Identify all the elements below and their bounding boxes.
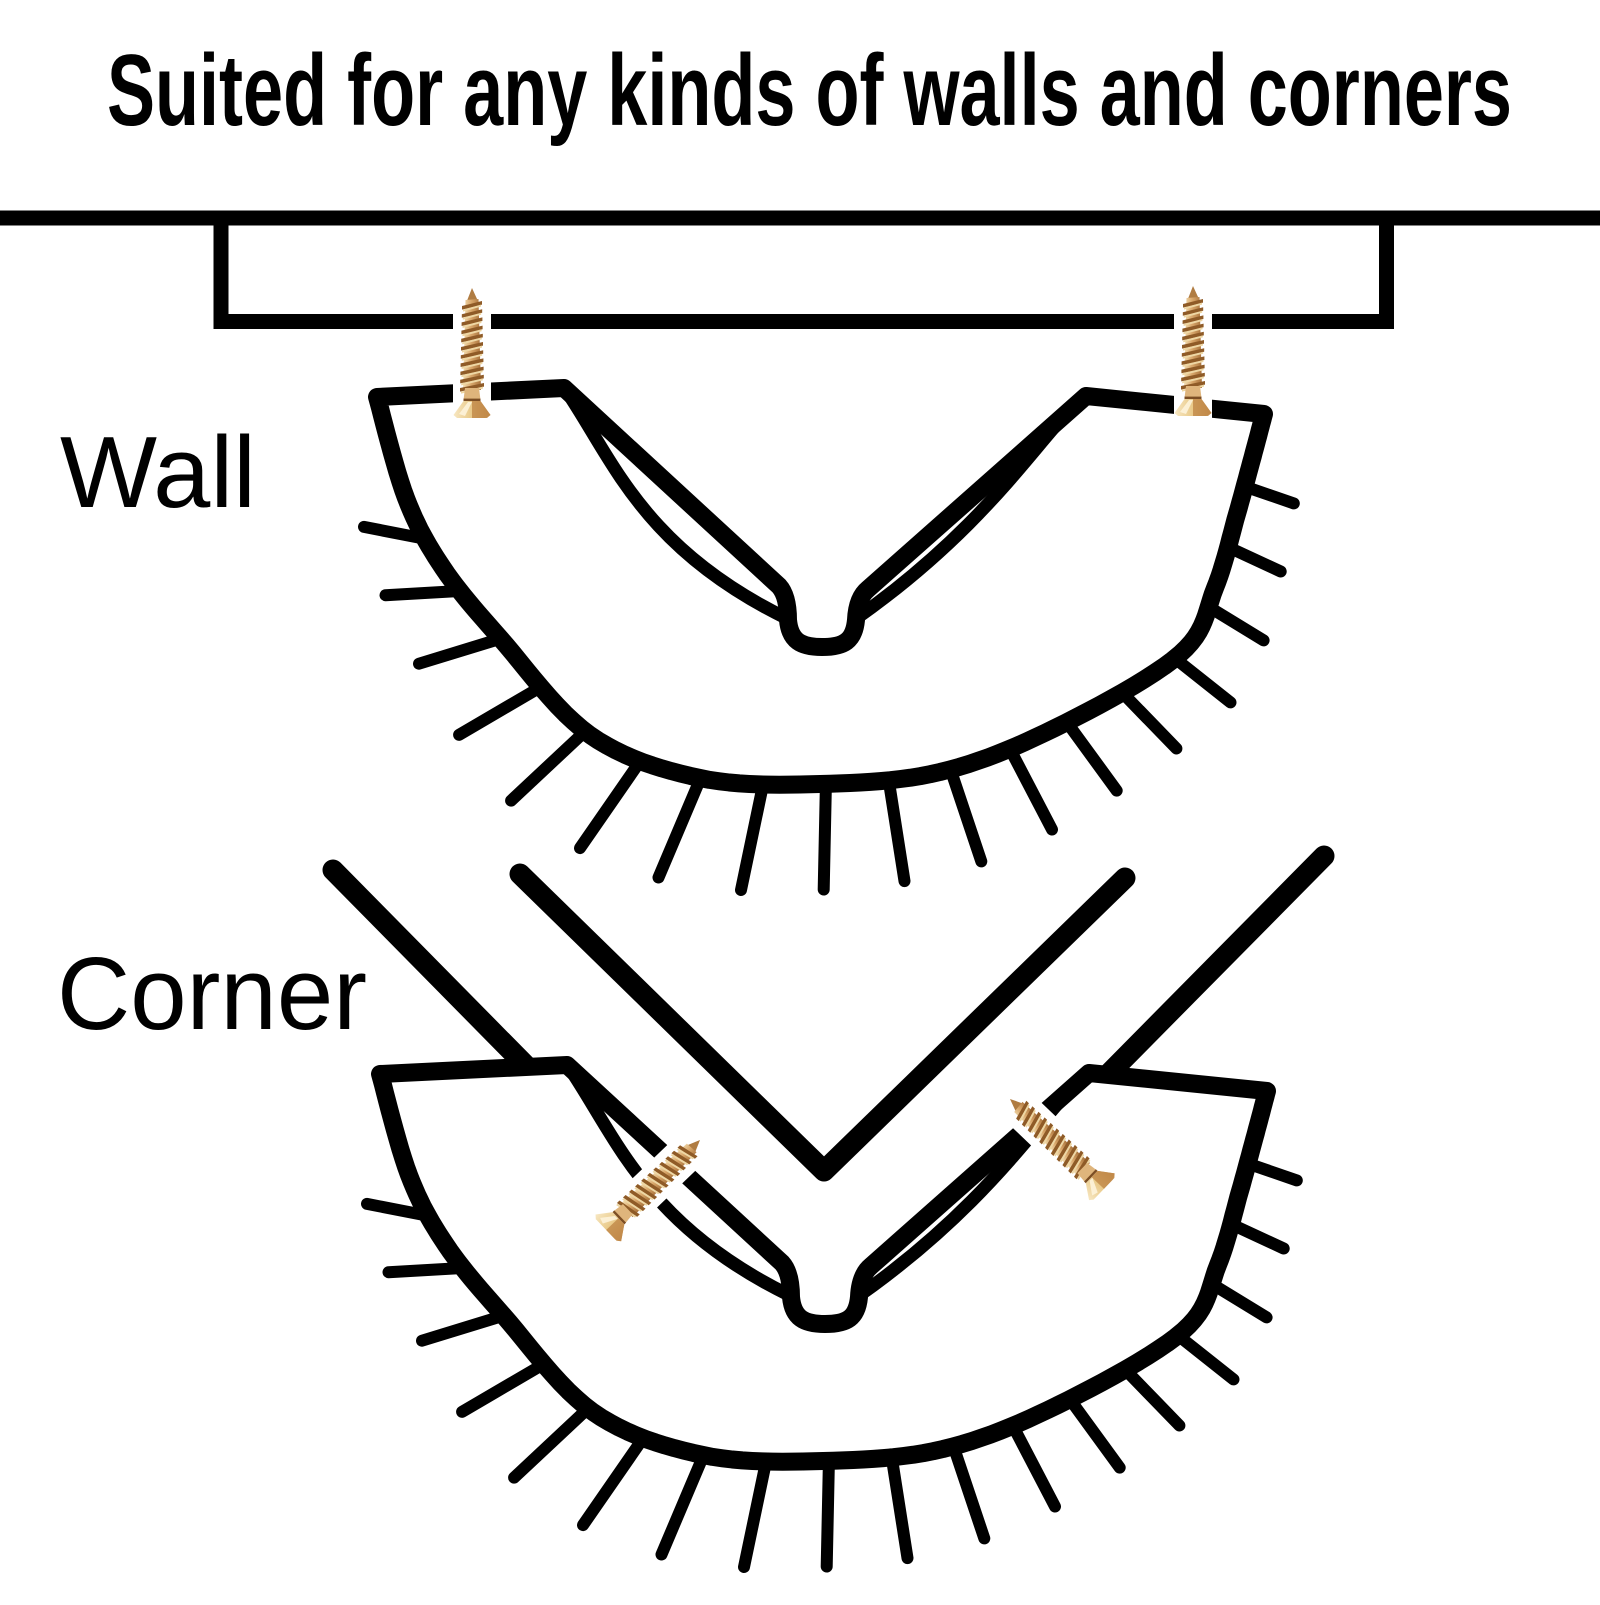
svg-text:Corner: Corner <box>57 936 367 1051</box>
svg-text:Suited for any kinds of walls: Suited for any kinds of walls and corner… <box>107 35 1512 147</box>
svg-text:Wall: Wall <box>60 417 256 529</box>
